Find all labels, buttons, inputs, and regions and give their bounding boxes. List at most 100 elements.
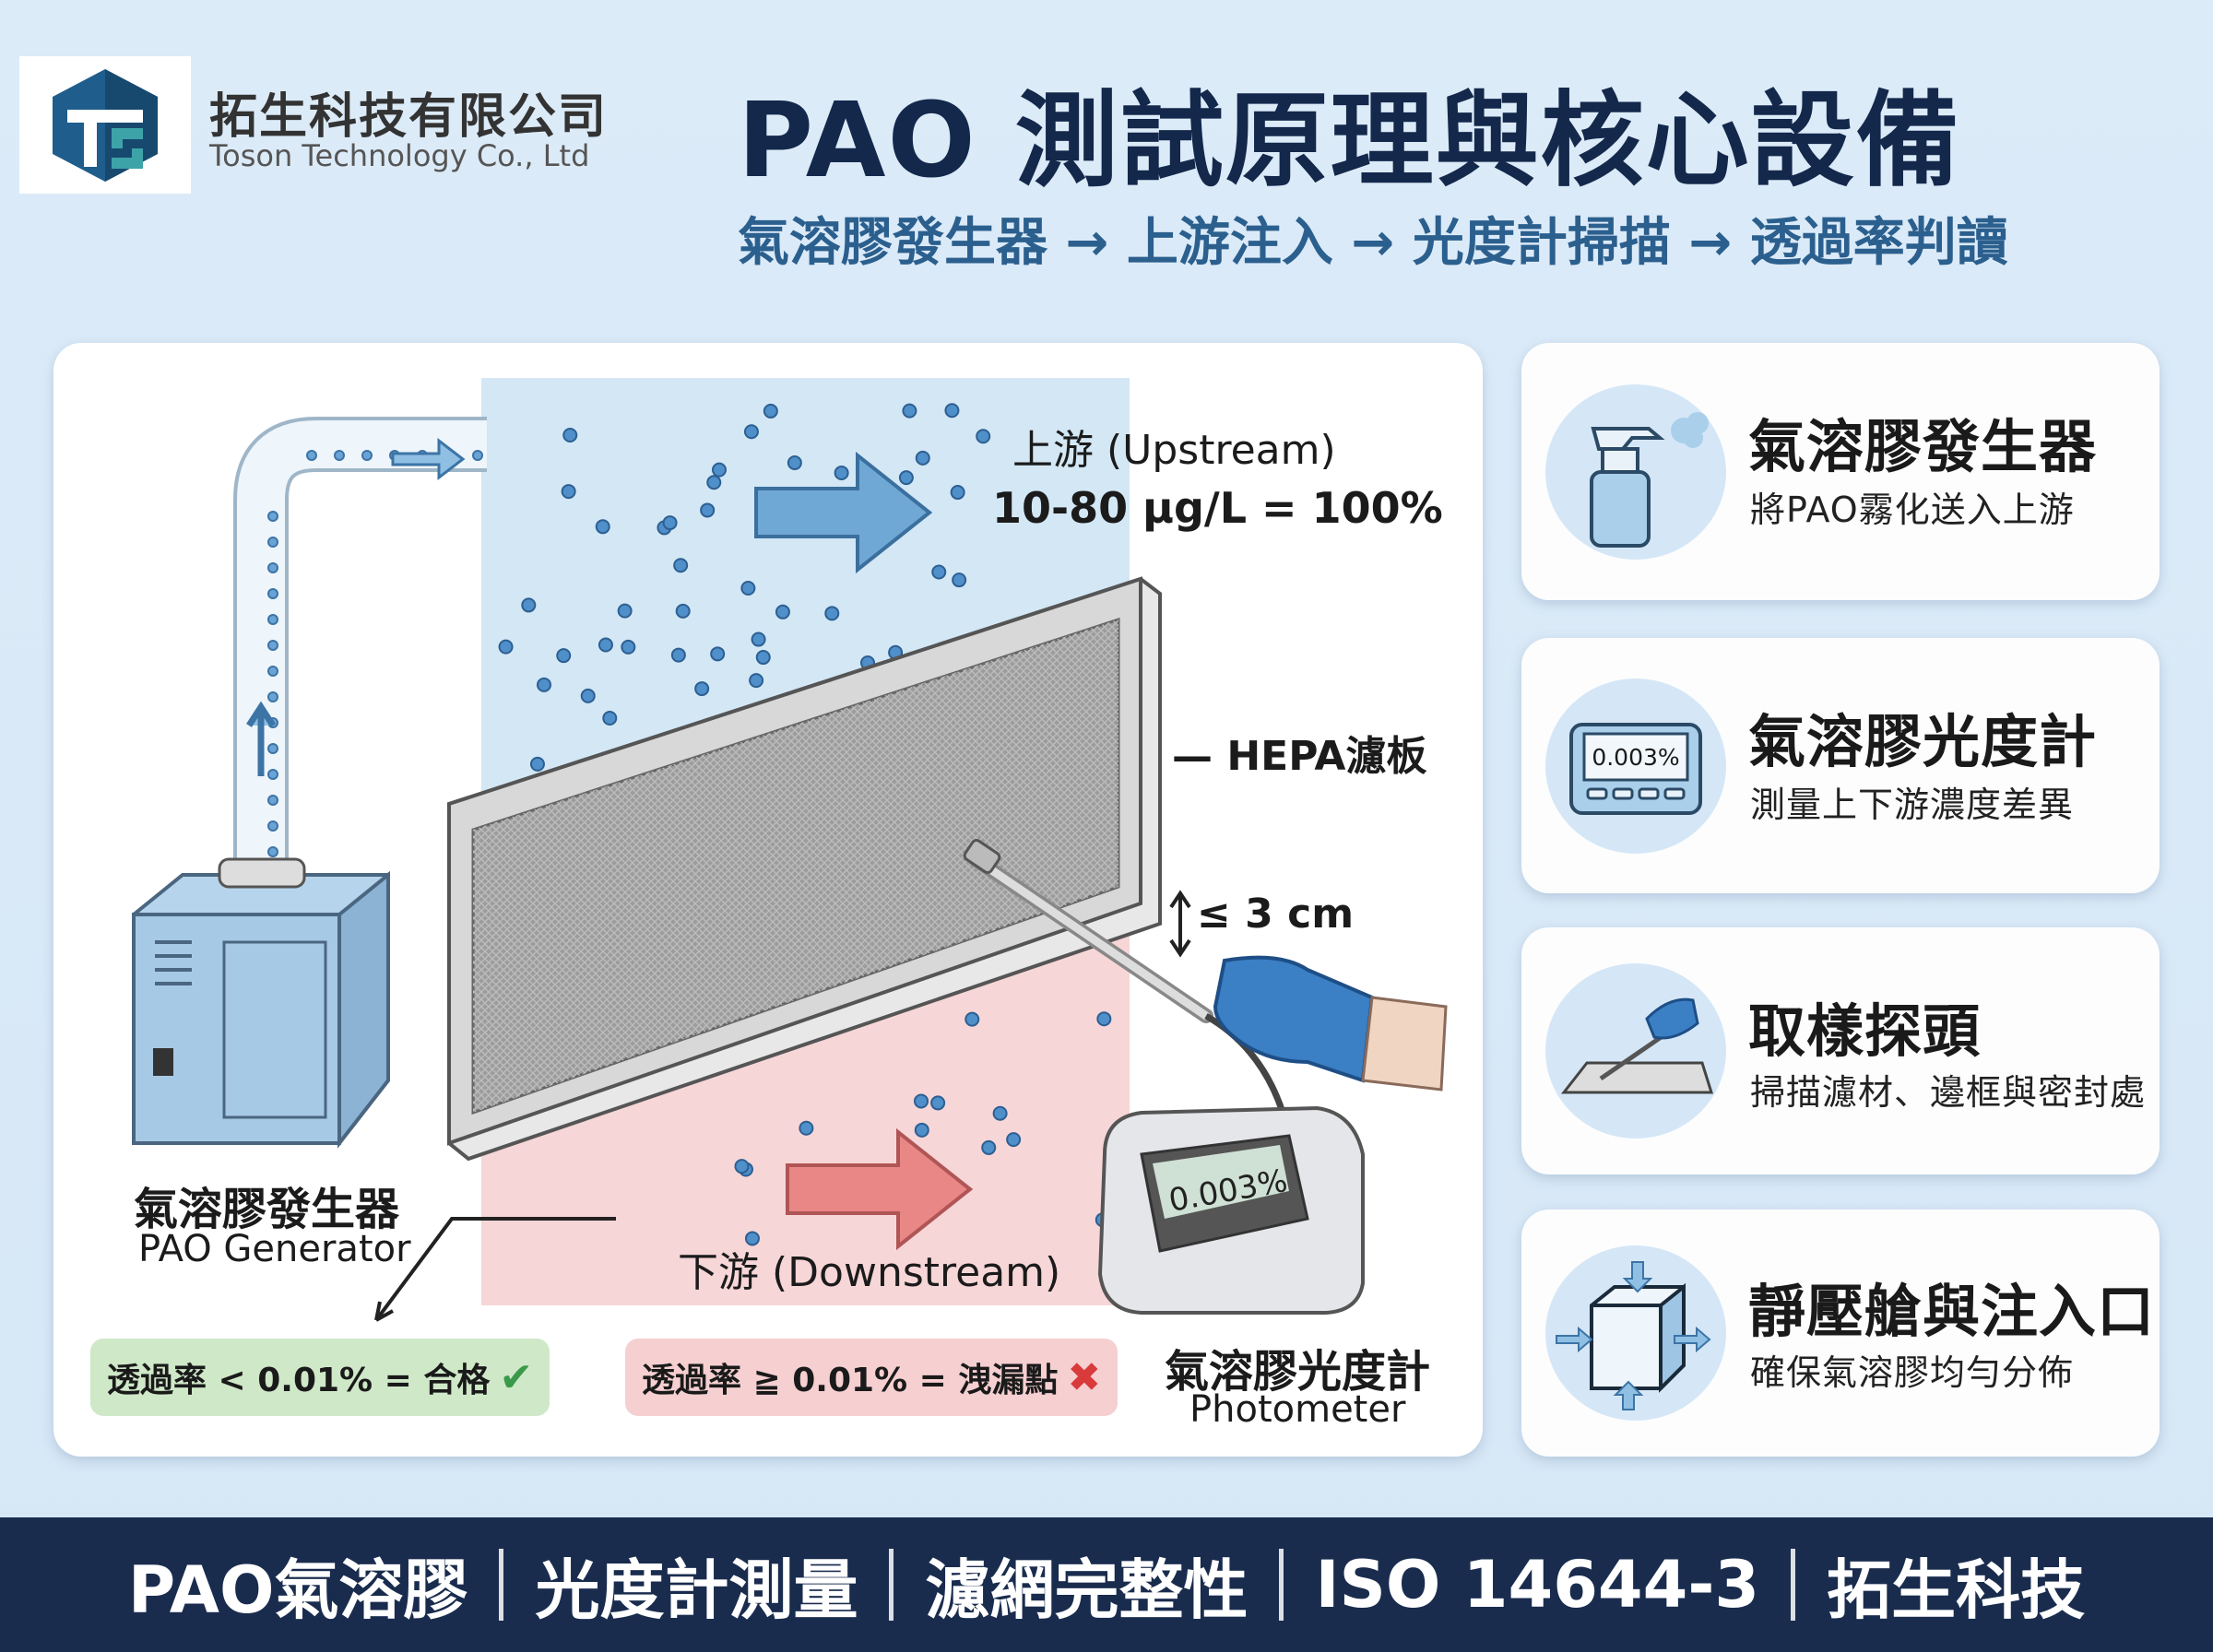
pass-criteria-badge: 透過率 < 0.01% = 合格 ✔ bbox=[90, 1339, 550, 1416]
upstream-label: 上游 (Upstream) bbox=[1012, 427, 1336, 474]
footer-keyword: 濾網完整性 bbox=[925, 1552, 1249, 1628]
aerosol-particle bbox=[930, 1095, 946, 1111]
aerosol-particle bbox=[976, 429, 991, 444]
aerosol-particle bbox=[602, 710, 618, 726]
distance-label: ≤ 3 cm bbox=[1197, 891, 1355, 938]
photometer-label-zh: 氣溶膠光度計 bbox=[1165, 1346, 1431, 1398]
footer-keyword: ISO 14644-3 bbox=[1315, 1547, 1760, 1622]
aerosol-particle bbox=[711, 462, 727, 478]
aerosol-particle bbox=[670, 647, 686, 663]
hepa-filter-label: — HEPA濾板 bbox=[1172, 733, 1427, 780]
pipe-arrow-right-icon bbox=[391, 437, 466, 481]
pass-criteria-text: 透過率 < 0.01% = 合格 bbox=[107, 1362, 491, 1399]
aerosol-particle bbox=[898, 470, 914, 486]
aerosol-particle bbox=[562, 427, 578, 442]
downstream-arrow-icon bbox=[786, 1127, 974, 1251]
aerosol-particle bbox=[1096, 1011, 1112, 1027]
aerosol-particle bbox=[267, 640, 278, 651]
aerosol-particle bbox=[267, 691, 278, 702]
aerosol-particle bbox=[598, 637, 613, 653]
aerosol-particle bbox=[763, 403, 778, 419]
card-photometer: 0.003% 氣溶膠光度計 測量上下游濃度差異 bbox=[1521, 638, 2160, 893]
aerosol-particle bbox=[740, 581, 756, 596]
aerosol-particle bbox=[267, 511, 278, 522]
footer-keyword: 拓生科技 bbox=[1827, 1552, 2086, 1628]
card-aerosol-generator: 氣溶膠發生器 將PAO霧化送入上游 bbox=[1521, 343, 2160, 600]
aerosol-particle bbox=[267, 537, 278, 548]
footer-divider bbox=[889, 1549, 894, 1621]
aerosol-particle bbox=[952, 572, 967, 588]
aerosol-particle bbox=[472, 450, 483, 461]
aerosol-particle bbox=[267, 614, 278, 625]
aerosol-particle bbox=[834, 465, 849, 480]
cross-icon: ✖ bbox=[1067, 1353, 1102, 1401]
pao-test-diagram: 0.003% bbox=[132, 378, 1448, 1322]
footer-keyword: PAO氣溶膠 bbox=[127, 1552, 468, 1628]
company-name-en: Toson Technology Co., Ltd bbox=[209, 138, 590, 173]
photometer-label-en: Photometer bbox=[1189, 1388, 1406, 1431]
process-flow-subtitle: 氣溶膠發生器 → 上游注入 → 光度計掃描 → 透過率判讀 bbox=[738, 213, 2008, 273]
fail-criteria-text: 透過率 ≧ 0.01% = 洩漏點 bbox=[642, 1362, 1059, 1399]
aerosol-particle bbox=[751, 631, 766, 647]
aerosol-particle bbox=[749, 673, 764, 689]
distance-marker-icon bbox=[1169, 890, 1191, 958]
card-title: 靜壓艙與注入口 bbox=[1748, 1278, 2156, 1345]
aerosol-particle bbox=[521, 597, 537, 613]
footer-divider bbox=[1279, 1549, 1284, 1621]
aerosol-particle bbox=[944, 403, 960, 419]
plenum-box-icon bbox=[1545, 1245, 1726, 1421]
card-sampling-probe: 取樣探頭 掃描濾材、邊框與密封處 bbox=[1521, 927, 2160, 1174]
generator-label-en: PAO Generator bbox=[138, 1228, 411, 1270]
company-name: 拓生科技有限公司 bbox=[209, 89, 609, 145]
company-logo bbox=[19, 56, 191, 194]
upstream-concentration: 10-80 μg/L = 100% bbox=[992, 483, 1443, 533]
aerosol-particle bbox=[267, 666, 278, 677]
aerosol-particle bbox=[799, 1120, 814, 1136]
footer-divider bbox=[499, 1549, 504, 1621]
card-description: 確保氣溶膠均勻分佈 bbox=[1750, 1352, 2075, 1393]
generator-label-zh: 氣溶膠發生器 bbox=[134, 1184, 400, 1235]
aerosol-particle bbox=[734, 1159, 750, 1174]
aerosol-particle bbox=[498, 639, 514, 655]
aerosol-particle bbox=[915, 450, 930, 466]
spray-bottle-icon bbox=[1545, 384, 1726, 560]
sampling-probe-illustration bbox=[963, 838, 1448, 1264]
aerosol-particle bbox=[700, 502, 716, 518]
page-title: PAO 測試原理與核心設備 bbox=[738, 81, 1961, 201]
card-title: 取樣探頭 bbox=[1748, 997, 1982, 1065]
aerosol-particle bbox=[561, 484, 576, 500]
card-plenum-injection: 靜壓艙與注入口 確保氣溶膠均勻分佈 bbox=[1521, 1210, 2160, 1457]
photometer-icon: 0.003% bbox=[1545, 678, 1726, 854]
aerosol-particle bbox=[964, 1011, 980, 1027]
aerosol-particle bbox=[662, 515, 678, 531]
aerosol-particle bbox=[595, 519, 610, 535]
logo-hexagon-icon bbox=[53, 69, 158, 182]
aerosol-particle bbox=[267, 846, 278, 857]
aerosol-particle bbox=[673, 558, 689, 573]
aerosol-particle bbox=[950, 485, 965, 501]
aerosol-particle bbox=[914, 1122, 929, 1138]
aerosol-particle bbox=[981, 1139, 997, 1155]
fail-criteria-badge: 透過率 ≧ 0.01% = 洩漏點 ✖ bbox=[625, 1339, 1118, 1416]
aerosol-particle bbox=[1006, 1132, 1022, 1148]
aerosol-particle bbox=[992, 1105, 1008, 1121]
aerosol-particle bbox=[902, 403, 917, 419]
aerosol-particle bbox=[621, 639, 636, 655]
aerosol-particle bbox=[580, 688, 596, 703]
aerosol-particle bbox=[743, 424, 759, 440]
aerosol-particle bbox=[267, 562, 278, 573]
card-title: 氣溶膠光度計 bbox=[1748, 708, 2098, 775]
downstream-label: 下游 (Downstream) bbox=[678, 1249, 1061, 1296]
photometer-illustration bbox=[1097, 1105, 1365, 1315]
upstream-arrow-icon bbox=[754, 451, 933, 574]
aerosol-particle bbox=[755, 650, 771, 666]
aerosol-particle bbox=[556, 648, 572, 664]
aerosol-particle bbox=[306, 450, 317, 461]
diagram-panel: 0.003% 上游 (Upstream) 10-80 μg/L = 100% —… bbox=[53, 343, 1483, 1457]
aerosol-particle bbox=[529, 756, 545, 772]
card-description: 測量上下游濃度差異 bbox=[1750, 785, 2075, 825]
aerosol-particle bbox=[775, 604, 790, 620]
aerosol-particle bbox=[706, 475, 722, 490]
photometer-icon-reading: 0.003% bbox=[1592, 744, 1679, 771]
hepa-filter-illustration bbox=[447, 576, 1162, 1162]
